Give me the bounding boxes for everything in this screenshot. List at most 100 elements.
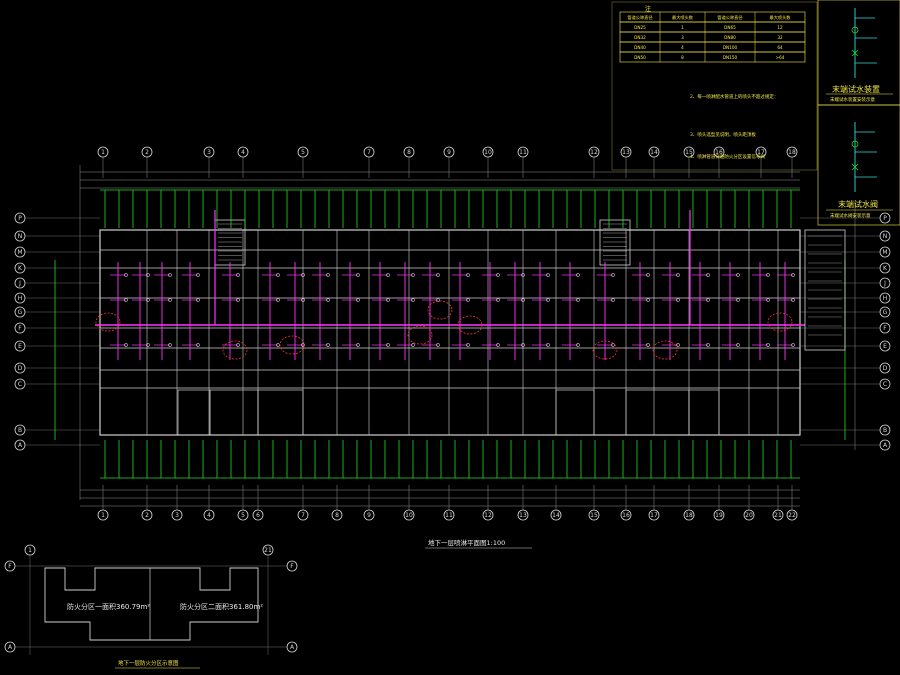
top-axis-bubble-16-label: 16 bbox=[715, 149, 723, 156]
top-axis-bubble-4-label: 4 bbox=[241, 149, 245, 156]
top-axis-bubble-2-label: 2 bbox=[145, 149, 149, 156]
top-axis-bubble-1-label: 1 bbox=[101, 149, 105, 156]
detail-title-2: 末端试水阀 bbox=[838, 199, 878, 209]
notes-cell-4-0: DN50 bbox=[634, 55, 646, 60]
bottom-axis-bubble-11-label: 11 bbox=[445, 512, 453, 519]
stair-core-1 bbox=[599, 219, 631, 266]
mini-left-axis-F-label: F bbox=[8, 563, 12, 570]
notes-cell-4-2: DN150 bbox=[723, 55, 738, 60]
sprinkler-head-12-300 bbox=[466, 298, 470, 302]
left-axis-bubble-A-label: A bbox=[18, 442, 23, 449]
mini-left-axis-A-label: A bbox=[8, 644, 13, 651]
right-axis-bubble-E-label: E bbox=[883, 343, 887, 350]
top-axis-bubble-7-label: 7 bbox=[367, 149, 371, 156]
notes-cell-0-3: 最大喷头数 bbox=[770, 14, 792, 21]
sprinkler-head-20-275 bbox=[706, 273, 710, 277]
detail-panels bbox=[817, 0, 900, 226]
top-axis-bubble-15-label: 15 bbox=[685, 149, 693, 156]
red-hatch-area-8 bbox=[427, 300, 453, 320]
bottom-axis-bubble-17-label: 17 bbox=[650, 512, 658, 519]
sprinkler-head-19-345 bbox=[676, 343, 680, 347]
notes-cell-3-1: 4 bbox=[681, 45, 684, 50]
lower-room-2 bbox=[257, 389, 304, 436]
red-hatch-area-3 bbox=[407, 325, 433, 345]
detail-gauge-2 bbox=[851, 140, 859, 148]
zone-2-label: 防火分区二面积361.80m² bbox=[180, 602, 263, 611]
bottom-axis-bubble-10-label: 10 bbox=[405, 512, 413, 519]
right-axis-bubble-A-label: A bbox=[883, 442, 888, 449]
outer-wall bbox=[99, 229, 801, 436]
notes-cell-3-3: 64 bbox=[777, 45, 783, 50]
sprinkler-head-6-345 bbox=[301, 343, 305, 347]
sprinkler-head-8-275 bbox=[356, 273, 360, 277]
sprinkler-head-19-300 bbox=[676, 298, 680, 302]
zone-1-label: 防火分区一面积360.79m² bbox=[67, 602, 150, 611]
bottom-axis-bubble-12-label: 12 bbox=[484, 512, 492, 519]
sprinkler-head-3-345 bbox=[196, 343, 200, 347]
sprinkler-head-13-275 bbox=[496, 273, 500, 277]
detail-gauge-1 bbox=[851, 26, 859, 34]
notes-frame bbox=[611, 1, 818, 171]
bottom-axis-bubble-16-label: 16 bbox=[622, 512, 630, 519]
mini-right-axis-A-label: A bbox=[290, 644, 295, 651]
sprinkler-head-19-275 bbox=[676, 273, 680, 277]
top-axis-bubble-13-label: 13 bbox=[622, 149, 630, 156]
notes-cell-4-3: >64 bbox=[776, 55, 785, 60]
right-axis-bubble-B-label: B bbox=[883, 427, 887, 434]
bottom-axis-bubble-7-label: 7 bbox=[301, 512, 305, 519]
top-axis-bubble-17-label: 17 bbox=[757, 149, 765, 156]
sprinkler-head-14-300 bbox=[521, 298, 525, 302]
mini-right-axis-F-label: F bbox=[290, 563, 294, 570]
notes-cell-0-0: 管道公称直径 bbox=[627, 14, 652, 21]
bottom-axis-bubble-4-label: 4 bbox=[207, 512, 211, 519]
bottom-axis-bubble-8-label: 8 bbox=[335, 512, 339, 519]
right-axis-bubble-M-label: M bbox=[882, 249, 887, 256]
left-axis-bubble-C-label: C bbox=[18, 381, 22, 388]
red-hatch-area-6 bbox=[652, 340, 678, 360]
notes-cell-0-2: 管道公称直径 bbox=[717, 14, 742, 21]
sprinkler-head-10-300 bbox=[411, 298, 415, 302]
sprinkler-head-11-275 bbox=[436, 273, 440, 277]
bottom-axis-bubble-5-label: 5 bbox=[241, 512, 245, 519]
lower-room-0 bbox=[177, 389, 211, 436]
sprinkler-head-14-345 bbox=[521, 343, 525, 347]
sprinkler-head-8-300 bbox=[356, 298, 360, 302]
sprinkler-head-2-345 bbox=[168, 343, 172, 347]
notes-cell-2-3: 32 bbox=[777, 35, 783, 40]
notes-cell-2-2: DN80 bbox=[724, 35, 736, 40]
left-axis-bubble-P-label: P bbox=[18, 215, 22, 222]
notes-cell-3-0: DN40 bbox=[634, 45, 646, 50]
red-hatch-area-0 bbox=[95, 312, 121, 332]
sprinkler-head-7-275 bbox=[326, 273, 330, 277]
sprinkler-head-22-275 bbox=[766, 273, 770, 277]
sprinkler-head-18-275 bbox=[646, 273, 650, 277]
sprinkler-head-17-275 bbox=[611, 273, 615, 277]
sprinkler-head-3-300 bbox=[196, 298, 200, 302]
sprinkler-head-2-275 bbox=[168, 273, 172, 277]
sprinkler-head-12-345 bbox=[466, 343, 470, 347]
top-axis-bubble-18-label: 18 bbox=[788, 149, 796, 156]
left-axis-bubble-M-label: M bbox=[17, 249, 22, 256]
sprinkler-head-2-300 bbox=[168, 298, 172, 302]
left-axis-bubble-K-label: K bbox=[18, 265, 23, 272]
bottom-axis-bubble-15-label: 15 bbox=[590, 512, 598, 519]
detail-valve-2 bbox=[851, 163, 859, 171]
sprinkler-head-7-345 bbox=[326, 343, 330, 347]
sprinkler-head-6-300 bbox=[301, 298, 305, 302]
sprinkler-head-1-345 bbox=[146, 343, 150, 347]
bottom-axis-bubble-22-label: 22 bbox=[788, 512, 796, 519]
detail-subtitle-1: 末端试水装置安装示意 bbox=[830, 96, 875, 103]
sprinkler-head-9-300 bbox=[386, 298, 390, 302]
sprinkler-head-23-345 bbox=[791, 343, 795, 347]
mini-top-axis-21-label: 21 bbox=[264, 547, 272, 554]
sprinkler-head-0-300 bbox=[124, 298, 128, 302]
right-axis-bubble-J-label: J bbox=[883, 280, 886, 287]
detail-panel-2 bbox=[817, 104, 900, 226]
right-axis-bubble-C-label: C bbox=[883, 381, 887, 388]
left-axis-bubble-D-label: D bbox=[18, 365, 23, 372]
notes-cell-2-1: 3 bbox=[681, 35, 684, 40]
detail-subtitle-2: 末端试水阀安装示意 bbox=[830, 212, 871, 219]
sprinkler-head-10-345 bbox=[411, 343, 415, 347]
